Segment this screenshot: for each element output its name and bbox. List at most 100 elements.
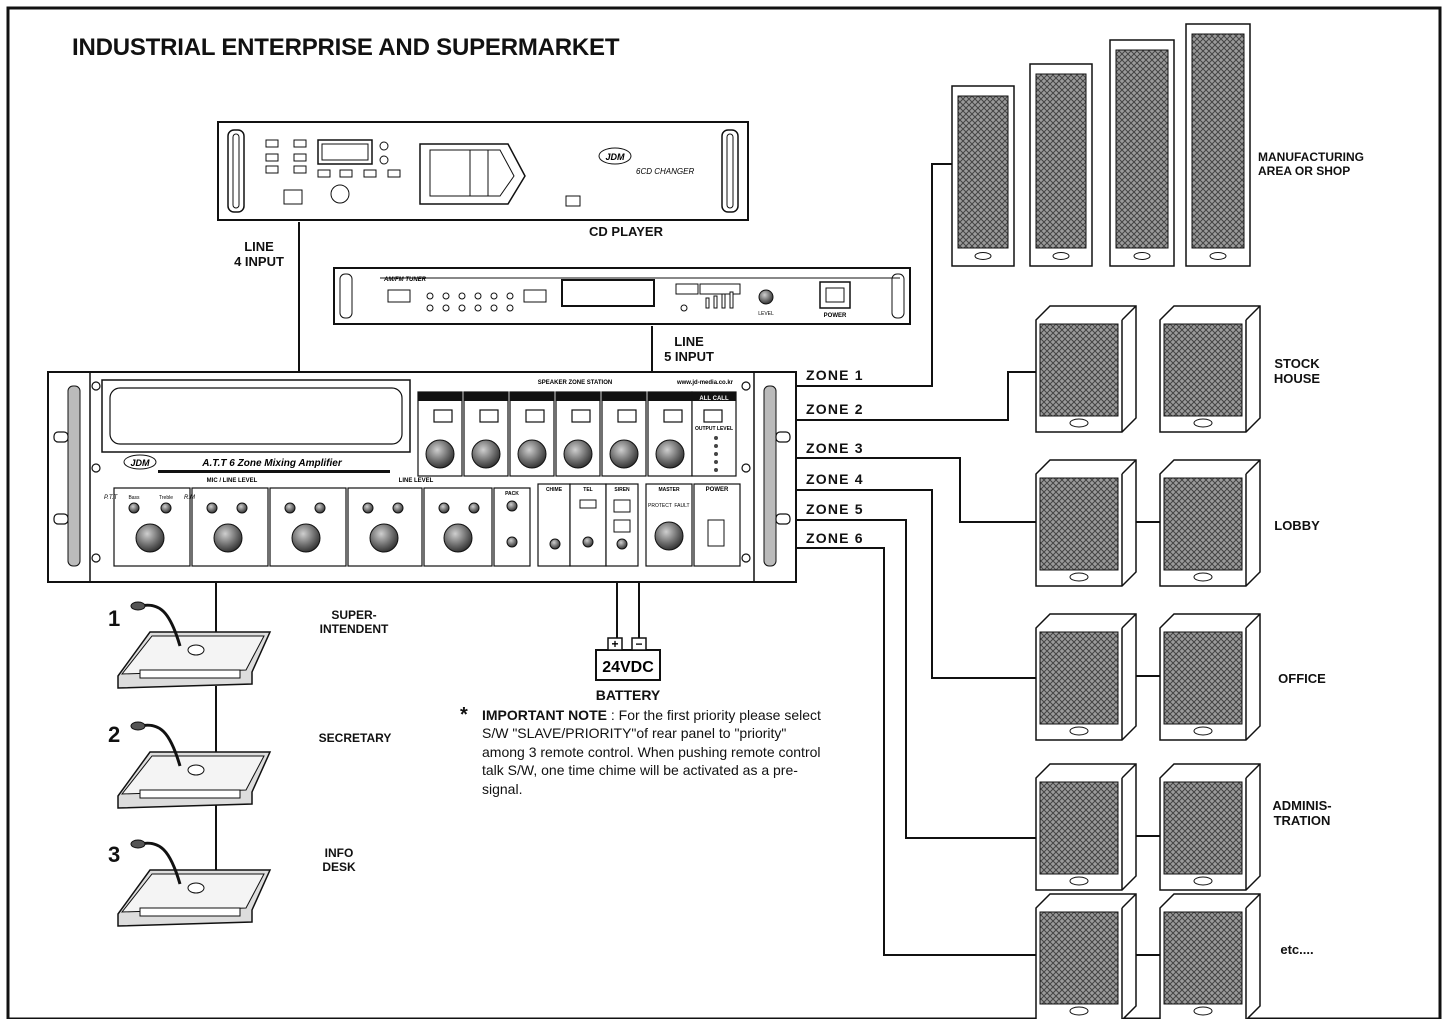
remote-console bbox=[117, 721, 272, 809]
speaker-logo-badge bbox=[1193, 418, 1213, 428]
speaker-grille bbox=[1039, 323, 1119, 417]
speaker-edge bbox=[1245, 305, 1261, 432]
bass-label: Bass bbox=[128, 495, 140, 501]
tuner-level-label: LEVEL bbox=[758, 311, 774, 317]
zone-5-label: ZONE 5 bbox=[806, 501, 864, 517]
chime-label: CHIME bbox=[546, 487, 563, 493]
speaker-logo-badge bbox=[1069, 418, 1089, 428]
amp-website: www.jd-media.co.kr bbox=[676, 380, 734, 386]
line-4-input-label: LINE 4 INPUT bbox=[234, 239, 284, 269]
console-key-strip bbox=[139, 789, 241, 799]
box-speakers bbox=[1035, 305, 1261, 1019]
page-border bbox=[6, 6, 1442, 1019]
important-note: * IMPORTANT NOTE : For the first priorit… bbox=[460, 704, 822, 798]
box-speaker bbox=[1159, 893, 1261, 1019]
speaker-grille bbox=[1039, 781, 1119, 875]
pack-label: PACK bbox=[505, 491, 519, 497]
zone-4-label: ZONE 4 bbox=[806, 471, 864, 487]
speaker-edge bbox=[1121, 893, 1137, 1019]
box-speaker bbox=[1159, 613, 1261, 741]
speaker-grille bbox=[1163, 781, 1243, 875]
speaker-logo-badge bbox=[1193, 572, 1213, 582]
box-speaker bbox=[1035, 459, 1137, 587]
speaker-grille bbox=[1163, 477, 1243, 571]
area-etc-label: etc.... bbox=[1280, 942, 1314, 957]
speaker-edge bbox=[1121, 763, 1137, 890]
speaker-logo-badge bbox=[1069, 876, 1089, 886]
column-speaker bbox=[1185, 23, 1251, 267]
mic-head bbox=[130, 839, 146, 849]
siren-label: SIREN bbox=[614, 487, 630, 493]
speaker-grille bbox=[1163, 911, 1243, 1005]
mic-line-level-label: MIC / LINE LEVEL bbox=[207, 478, 258, 484]
remote-1-number: 1 bbox=[108, 606, 121, 631]
area-stock-house-label: STOCK HOUSE bbox=[1273, 356, 1321, 386]
battery-minus: − bbox=[635, 637, 642, 651]
box-speaker bbox=[1159, 305, 1261, 433]
area-administration-label: ADMINIS- TRATION bbox=[1272, 798, 1332, 828]
cd-brand: JDM bbox=[605, 152, 625, 162]
box-speaker bbox=[1035, 763, 1137, 891]
area-lobby-label: LOBBY bbox=[1274, 518, 1320, 533]
box-speaker bbox=[1159, 763, 1261, 891]
remote-3-label: INFO DESK bbox=[322, 846, 356, 874]
mic-head bbox=[130, 721, 146, 731]
speaker-grille bbox=[1163, 323, 1243, 417]
speaker-edge bbox=[1121, 459, 1137, 586]
cd-player: JDM 6CD CHANGER bbox=[217, 121, 749, 221]
speaker-grille bbox=[1163, 631, 1243, 725]
speaker-grille bbox=[1039, 631, 1119, 725]
speaker-logo-badge bbox=[1193, 726, 1213, 736]
page-title: INDUSTRIAL ENTERPRISE AND SUPERMARKET bbox=[72, 34, 620, 61]
zone-6-label: ZONE 6 bbox=[806, 530, 864, 546]
box-speaker bbox=[1035, 613, 1137, 741]
console-key-strip bbox=[139, 907, 241, 917]
note-asterisk: * bbox=[460, 704, 468, 726]
area-office-label: OFFICE bbox=[1278, 671, 1326, 686]
all-call-label: ALL CALL bbox=[699, 396, 729, 402]
box-speaker bbox=[1035, 305, 1137, 433]
battery-voltage: 24VDC bbox=[602, 659, 654, 676]
speaker-edge bbox=[1245, 763, 1261, 890]
console-talk-switch bbox=[187, 644, 205, 656]
wiring bbox=[215, 163, 1164, 956]
cd-player-label: CD PLAYER bbox=[589, 224, 663, 239]
remote-console bbox=[117, 601, 272, 689]
zone-3-label: ZONE 3 bbox=[806, 440, 864, 456]
mixing-amplifier: JDM A.T.T 6 Zone Mixing Amplifier SPEAKE… bbox=[47, 371, 797, 583]
remote-2-label: SECRETARY bbox=[318, 731, 392, 745]
speaker-logo-badge bbox=[1193, 876, 1213, 886]
tel-label: TEL bbox=[583, 487, 592, 493]
speaker-logo-badge bbox=[1069, 726, 1089, 736]
zone-1-label: ZONE 1 bbox=[806, 367, 864, 383]
amp-model: A.T.T 6 Zone Mixing Amplifier bbox=[201, 458, 343, 469]
power-label: POWER bbox=[706, 487, 729, 493]
protect-label: PROTECT bbox=[648, 503, 672, 509]
line-level-label: LINE LEVEL bbox=[399, 478, 434, 484]
column-speaker bbox=[1029, 63, 1093, 267]
speaker-logo-badge bbox=[1069, 1006, 1089, 1016]
speaker-grille bbox=[1039, 477, 1119, 571]
zone-2-label: ZONE 2 bbox=[806, 401, 864, 417]
column-speaker bbox=[951, 85, 1015, 267]
remote-console bbox=[117, 839, 272, 927]
note-text: : For the first priority please select S… bbox=[482, 707, 821, 797]
speaker-edge bbox=[1121, 305, 1137, 432]
cd-model: 6CD CHANGER bbox=[636, 167, 694, 176]
remote-2-number: 2 bbox=[108, 722, 121, 747]
remote-1-label: SUPER- INTENDENT bbox=[319, 608, 389, 636]
battery-label: BATTERY bbox=[595, 687, 661, 703]
tuner-brand: AM/FM TUNER bbox=[383, 277, 427, 283]
line-5-input-label: LINE 5 INPUT bbox=[664, 334, 714, 364]
speaker-logo-badge bbox=[1193, 1006, 1213, 1016]
remote-consoles bbox=[117, 601, 272, 927]
mic-head bbox=[130, 601, 146, 611]
speaker-edge bbox=[1245, 893, 1261, 1019]
battery-plus: + bbox=[611, 637, 618, 651]
speaker-edge bbox=[1245, 459, 1261, 586]
am-fm-tuner: AM/FM TUNER POWER LEVEL bbox=[333, 267, 911, 325]
master-label: MASTER bbox=[658, 487, 680, 493]
console-key-strip bbox=[139, 669, 241, 679]
battery: + − 24VDC bbox=[595, 637, 661, 681]
